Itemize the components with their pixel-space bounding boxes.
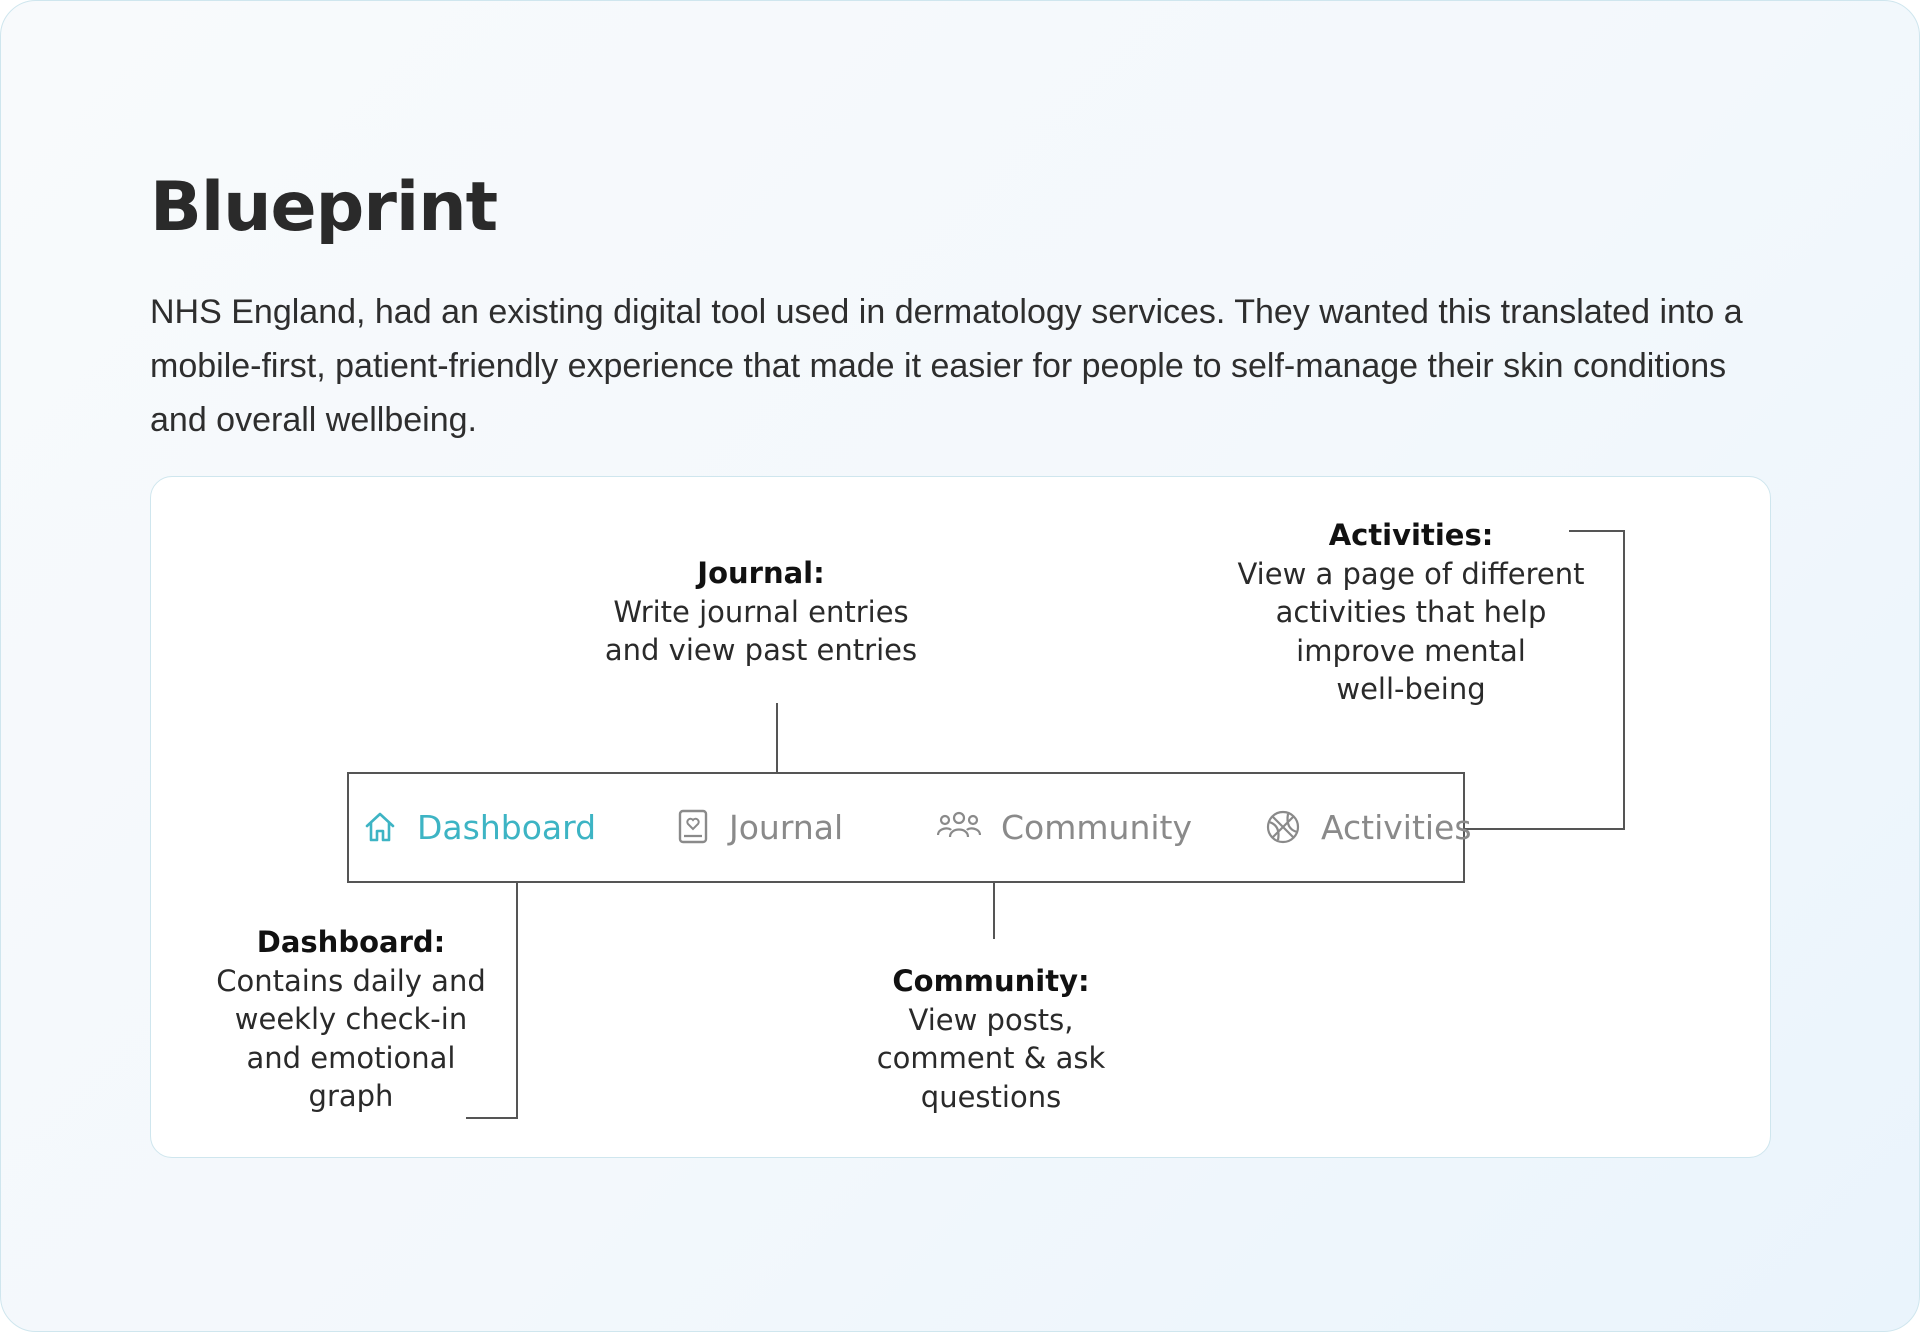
nav-label-community: Community bbox=[1001, 807, 1192, 847]
callout-community: Community: View posts, comment & ask que… bbox=[841, 962, 1141, 1116]
callout-dashboard-line: and emotional bbox=[246, 1040, 456, 1075]
callout-journal-line: and view past entries bbox=[604, 633, 918, 667]
bottom-nav-bar: Dashboard Journal Community bbox=[347, 772, 1472, 883]
callout-journal: Journal: Write journal entries and view … bbox=[561, 554, 961, 670]
callout-activities-line: improve mental bbox=[1296, 633, 1526, 668]
callout-activities: Activities: View a page of different act… bbox=[1206, 516, 1616, 709]
basketball-icon bbox=[1266, 810, 1300, 844]
nav-item-activities[interactable]: Activities bbox=[1265, 802, 1472, 852]
page-title: Blueprint bbox=[150, 168, 498, 247]
callout-activities-heading: Activities: bbox=[1328, 518, 1494, 552]
callout-community-heading: Community: bbox=[892, 964, 1090, 998]
callout-journal-heading: Journal: bbox=[697, 556, 825, 590]
nav-item-community[interactable]: Community bbox=[937, 802, 1192, 852]
callout-dashboard-line: graph bbox=[308, 1079, 394, 1113]
nav-item-journal[interactable]: Journal bbox=[677, 802, 843, 852]
nav-item-dashboard[interactable]: Dashboard bbox=[363, 802, 596, 852]
callout-activities-line: View a page of different bbox=[1237, 556, 1585, 591]
callout-community-line: questions bbox=[920, 1079, 1062, 1114]
callout-dashboard-line: weekly check-in bbox=[234, 1002, 468, 1036]
activities-connector bbox=[1465, 530, 1625, 830]
callout-journal-line: Write journal entries bbox=[613, 594, 909, 629]
people-icon bbox=[937, 811, 981, 838]
dashboard-connector bbox=[466, 883, 518, 1119]
journal-icon bbox=[678, 809, 708, 844]
callout-dashboard: Dashboard: Contains daily and weekly che… bbox=[196, 923, 506, 1116]
callout-dashboard-line: Contains daily and bbox=[216, 963, 486, 998]
callout-activities-line: well-being bbox=[1336, 672, 1486, 706]
nav-label-activities: Activities bbox=[1321, 807, 1472, 847]
callout-community-line: comment & ask bbox=[876, 1041, 1106, 1075]
callout-dashboard-heading: Dashboard: bbox=[256, 925, 446, 959]
nav-label-journal: Journal bbox=[729, 807, 844, 847]
callout-activities-line: activities that help bbox=[1275, 595, 1547, 629]
callout-community-line: View posts, bbox=[908, 1002, 1074, 1037]
intro-paragraph: NHS England, had an existing digital too… bbox=[150, 293, 1743, 439]
nav-label-dashboard: Dashboard bbox=[417, 807, 597, 847]
home-icon bbox=[365, 812, 395, 842]
